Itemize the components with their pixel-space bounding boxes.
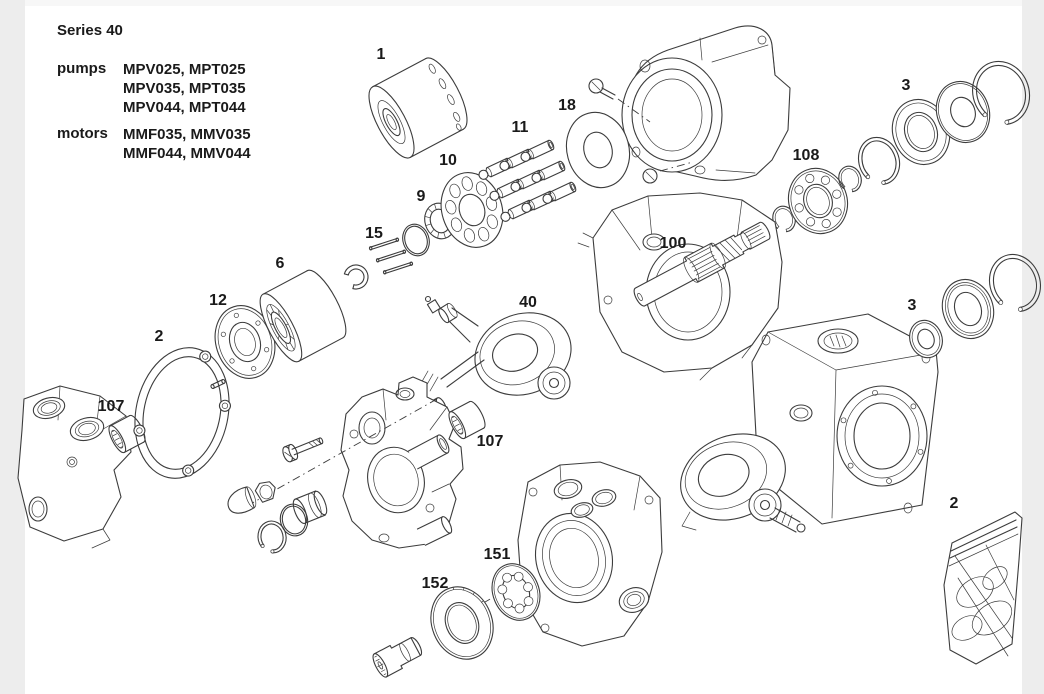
swashplate-lower-right-drawing (680, 433, 806, 533)
pin-drawing (210, 378, 226, 390)
drive-shaft-100-drawing (633, 221, 771, 307)
top-housing-drawing (588, 25, 791, 184)
motors-label: motors (57, 125, 108, 142)
charge-pump-cover-drawing (467, 461, 663, 647)
motor-model-line: MMF044, MMV044 (123, 145, 251, 162)
pins-15-drawing (368, 237, 414, 275)
page-margin-left (0, 0, 25, 694)
seal-kit-3-right-drawing (909, 254, 1041, 359)
main-housing-right-drawing (751, 313, 939, 525)
needle-bushing-107-right-drawing (448, 400, 486, 440)
series-title: Series 40 (57, 22, 123, 39)
gerotor-151-drawing (491, 563, 541, 621)
swashplate-40-drawing (413, 295, 572, 400)
gasket-18-drawing (565, 111, 631, 189)
spline-coupling-drawing (372, 637, 423, 678)
retaining-ring-small-drawing (838, 165, 862, 193)
header-block: Series 40 pumps MPV025, MPT025 MPV035, M… (57, 22, 251, 171)
pump-model-line: MPV025, MPT025 (123, 61, 246, 78)
pump-model-line: MPV044, MPT044 (123, 99, 246, 116)
snap-ring-mid-drawing (858, 136, 901, 185)
pump-model-line: MPV035, MPT035 (123, 80, 246, 97)
pumps-group: pumps MPV025, MPT025 MPV035, MPT035 MPV0… (57, 60, 251, 117)
washer-9-drawing (402, 223, 430, 257)
retainer-plate-10-drawing (440, 172, 504, 248)
bearing-108-drawing (787, 167, 849, 235)
roller-bearing-6-drawing (259, 269, 347, 363)
snap-ring-small-left-drawing (772, 205, 796, 233)
piston-set-11-drawing (478, 139, 577, 222)
page-margin-right (1022, 0, 1044, 694)
cylinder-block-kit-drawing (368, 57, 468, 159)
motors-group: motors MMF035, MMV035 MMF044, MMV044 (57, 125, 251, 163)
motor-model-line: MMF035, MMV035 (123, 126, 251, 143)
gasket-2-drawing (133, 347, 231, 479)
seal-kit-3-top-drawing (891, 60, 1031, 166)
pumps-label: pumps (57, 60, 107, 77)
page-margin-top (25, 0, 1022, 6)
bearing-plate-12-drawing (214, 305, 276, 379)
ring-152-drawing (430, 586, 494, 660)
center-valve-block-drawing (340, 376, 464, 549)
seal-kit-bag-drawing (943, 511, 1023, 665)
servo-hardware-drawing (227, 398, 438, 554)
cradle-half-ring-drawing (343, 264, 369, 290)
left-end-cap-drawing (17, 385, 132, 549)
